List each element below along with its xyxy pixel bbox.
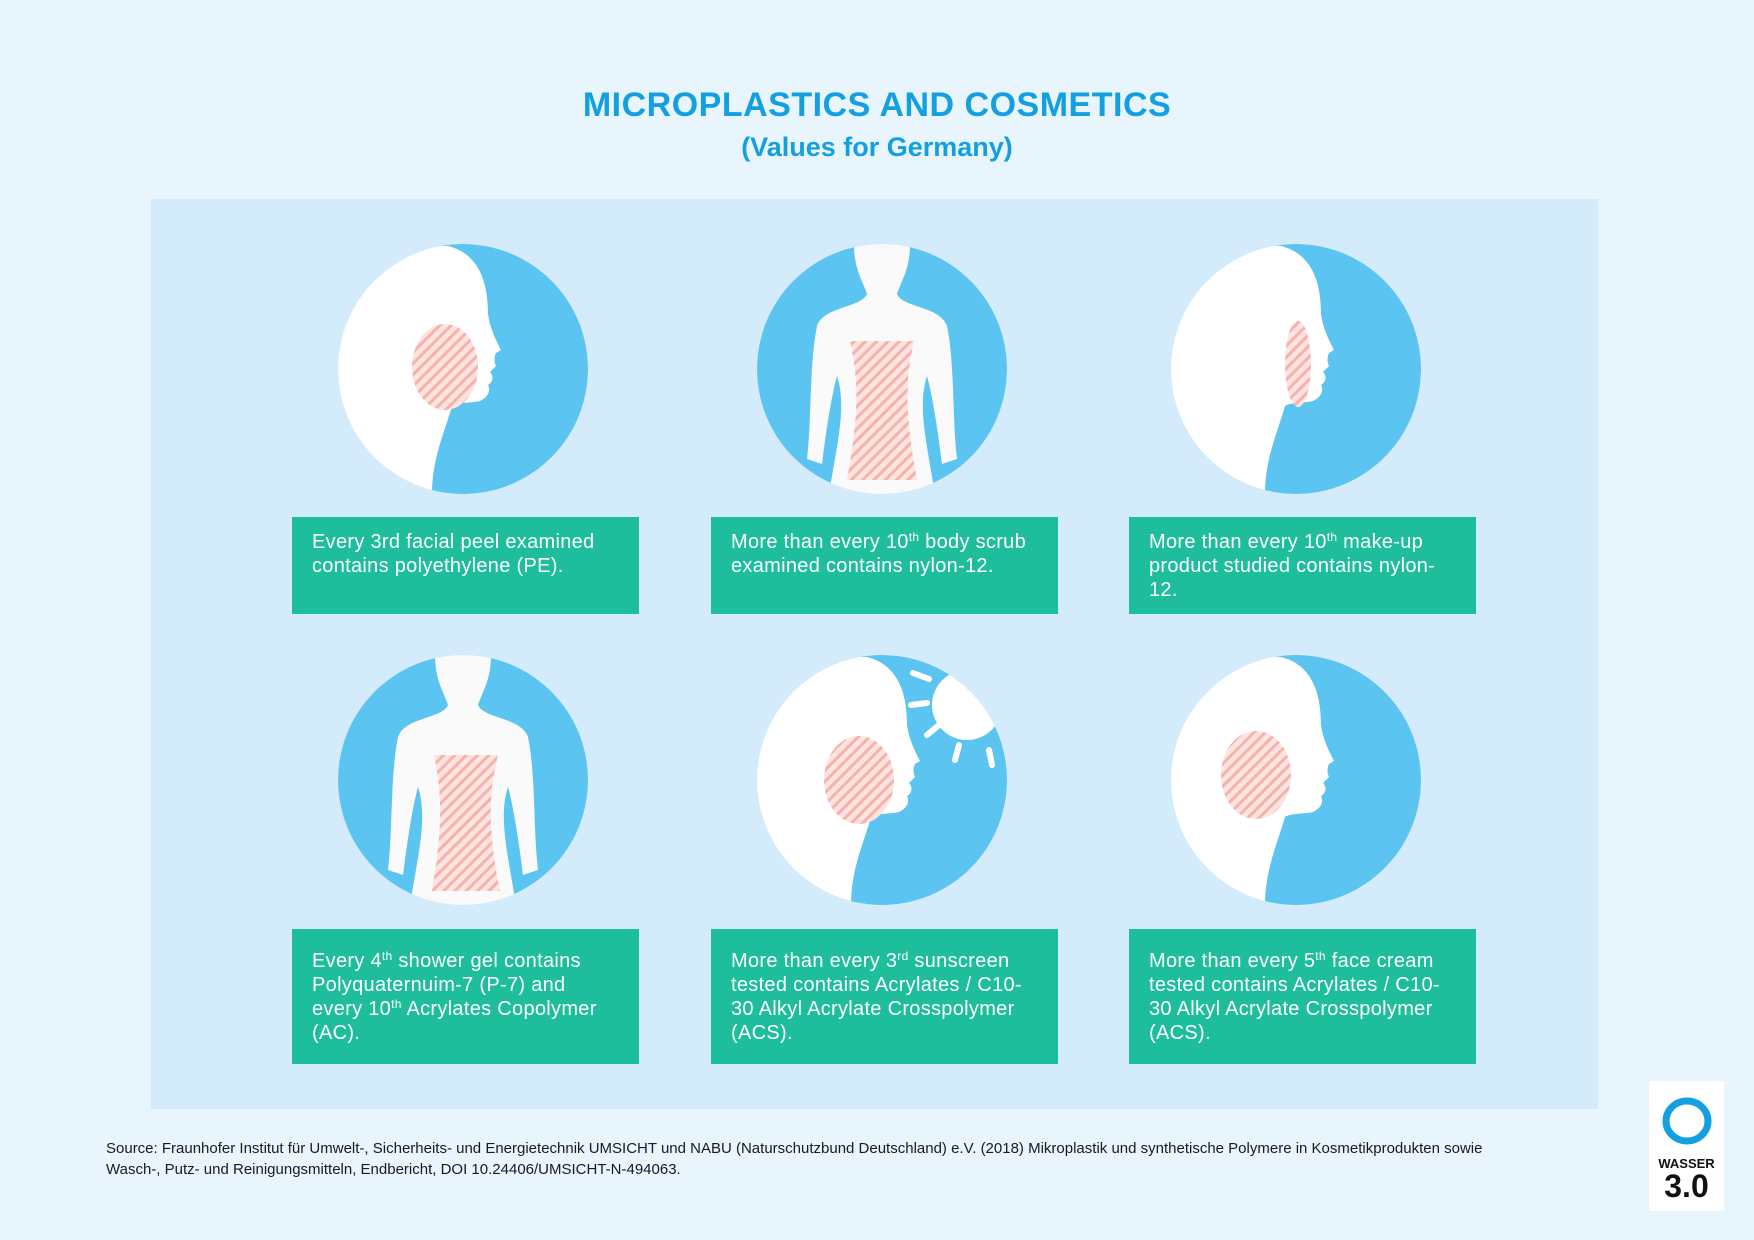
ordinal-suffix: th [1315, 949, 1326, 963]
water-ring-icon [1662, 1097, 1711, 1145]
ordinal-suffix: th [381, 949, 393, 963]
fact-text: make-up product studied contains nylon-1… [1149, 531, 1436, 601]
fact-card-make-up: More than every 10th make-up product stu… [1129, 517, 1476, 614]
ordinal-suffix: th [1326, 530, 1338, 544]
logo-number: 3.0 [1664, 1168, 1709, 1204]
fact-text: More than every 3 [731, 950, 898, 972]
fact-card-sunscreen: More than every 3rd sunscreen tested con… [711, 929, 1058, 1064]
body-torso-icon [757, 244, 1007, 494]
wasser-logo: WASSER 3.0 [1649, 1081, 1724, 1211]
body-torso-icon [338, 655, 588, 905]
face-profile-icon [1171, 655, 1421, 905]
face-sun-icon [757, 655, 1007, 905]
page-title: MICROPLASTICS AND COSMETICS [582, 86, 1172, 124]
fact-text: shower gel contains Polyquaternuim-7 (P-… [312, 950, 581, 1020]
fact-text: sunscreen tested contains Acrylates / C1… [731, 950, 1022, 1044]
fact-text: body scrub examined contains nylon-12. [731, 531, 1027, 577]
fact-text: More than every 5 [1149, 950, 1316, 972]
source-citation: Source: Fraunhofer Institut für Umwelt-,… [106, 1140, 1483, 1178]
fact-card-shower-gel: Every 4th shower gel contains Polyquater… [292, 929, 639, 1064]
fact-text: face cream tested contains Acrylates / C… [1149, 950, 1440, 1044]
ordinal-suffix: rd [897, 949, 909, 963]
fact-card-facial-peel: Every 3rd facial peel examined contains … [292, 517, 639, 614]
fact-text: Every 3rd facial peel examined contains … [312, 531, 595, 577]
face-profile-icon [338, 244, 588, 494]
fact-text: Acrylates Copolymer (AC). [312, 998, 597, 1044]
logo-text: WASSER [1658, 1156, 1715, 1171]
page-subtitle: (Values for Germany) [741, 132, 1013, 162]
face-profile-icon [1171, 244, 1421, 494]
fact-card-body-scrub: More than every 10th body scrub examined… [711, 517, 1058, 614]
fact-text: Every 4 [312, 950, 382, 972]
fact-text: More than every 10 [731, 531, 909, 553]
fact-text: More than every 10 [1149, 531, 1327, 553]
ordinal-suffix: th [908, 530, 920, 544]
fact-card-face-cream: More than every 5th face cream tested co… [1129, 929, 1476, 1064]
ordinal-suffix: th [391, 997, 402, 1011]
